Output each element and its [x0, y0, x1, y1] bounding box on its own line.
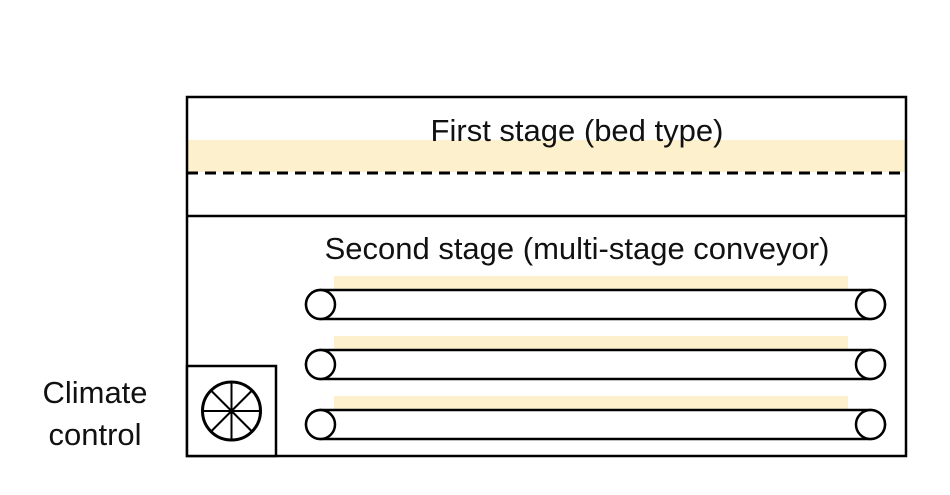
- climate-control-unit: [185, 364, 278, 458]
- second-stage-chamber: Second stage (multi-stage conveyor): [304, 231, 887, 441]
- conveyor-2-material-layer: [334, 336, 848, 350]
- second-stage-label: Second stage (multi-stage conveyor): [325, 231, 830, 266]
- conveyor-belt-2: [304, 336, 887, 381]
- climate-control-label-line2: control: [48, 417, 141, 452]
- first-stage-chamber: First stage (bed type): [187, 113, 906, 175]
- conveyor-1-belt: [304, 288, 887, 321]
- conveyor-3-material-layer: [334, 396, 848, 410]
- first-stage-label: First stage (bed type): [431, 113, 724, 148]
- conveyor-3-right-roller: [854, 408, 887, 441]
- conveyor-3-belt: [304, 408, 887, 441]
- conveyor-1-left-roller: [304, 288, 337, 321]
- conveyor-belt-3: [304, 396, 887, 441]
- climate-control-label-line1: Climate: [42, 375, 147, 410]
- first-stage-material-layer: [187, 140, 906, 172]
- conveyor-2-belt: [304, 348, 887, 381]
- conveyor-1-material-layer: [334, 276, 848, 290]
- dryer-housing: [185, 95, 908, 458]
- conveyor-2-left-roller: [304, 348, 337, 381]
- conveyor-belt-1: [304, 276, 887, 321]
- conveyor-3-left-roller: [304, 408, 337, 441]
- conveyor-1-right-roller: [854, 288, 887, 321]
- conveyor-2-right-roller: [854, 348, 887, 381]
- fan-icon: [201, 380, 262, 442]
